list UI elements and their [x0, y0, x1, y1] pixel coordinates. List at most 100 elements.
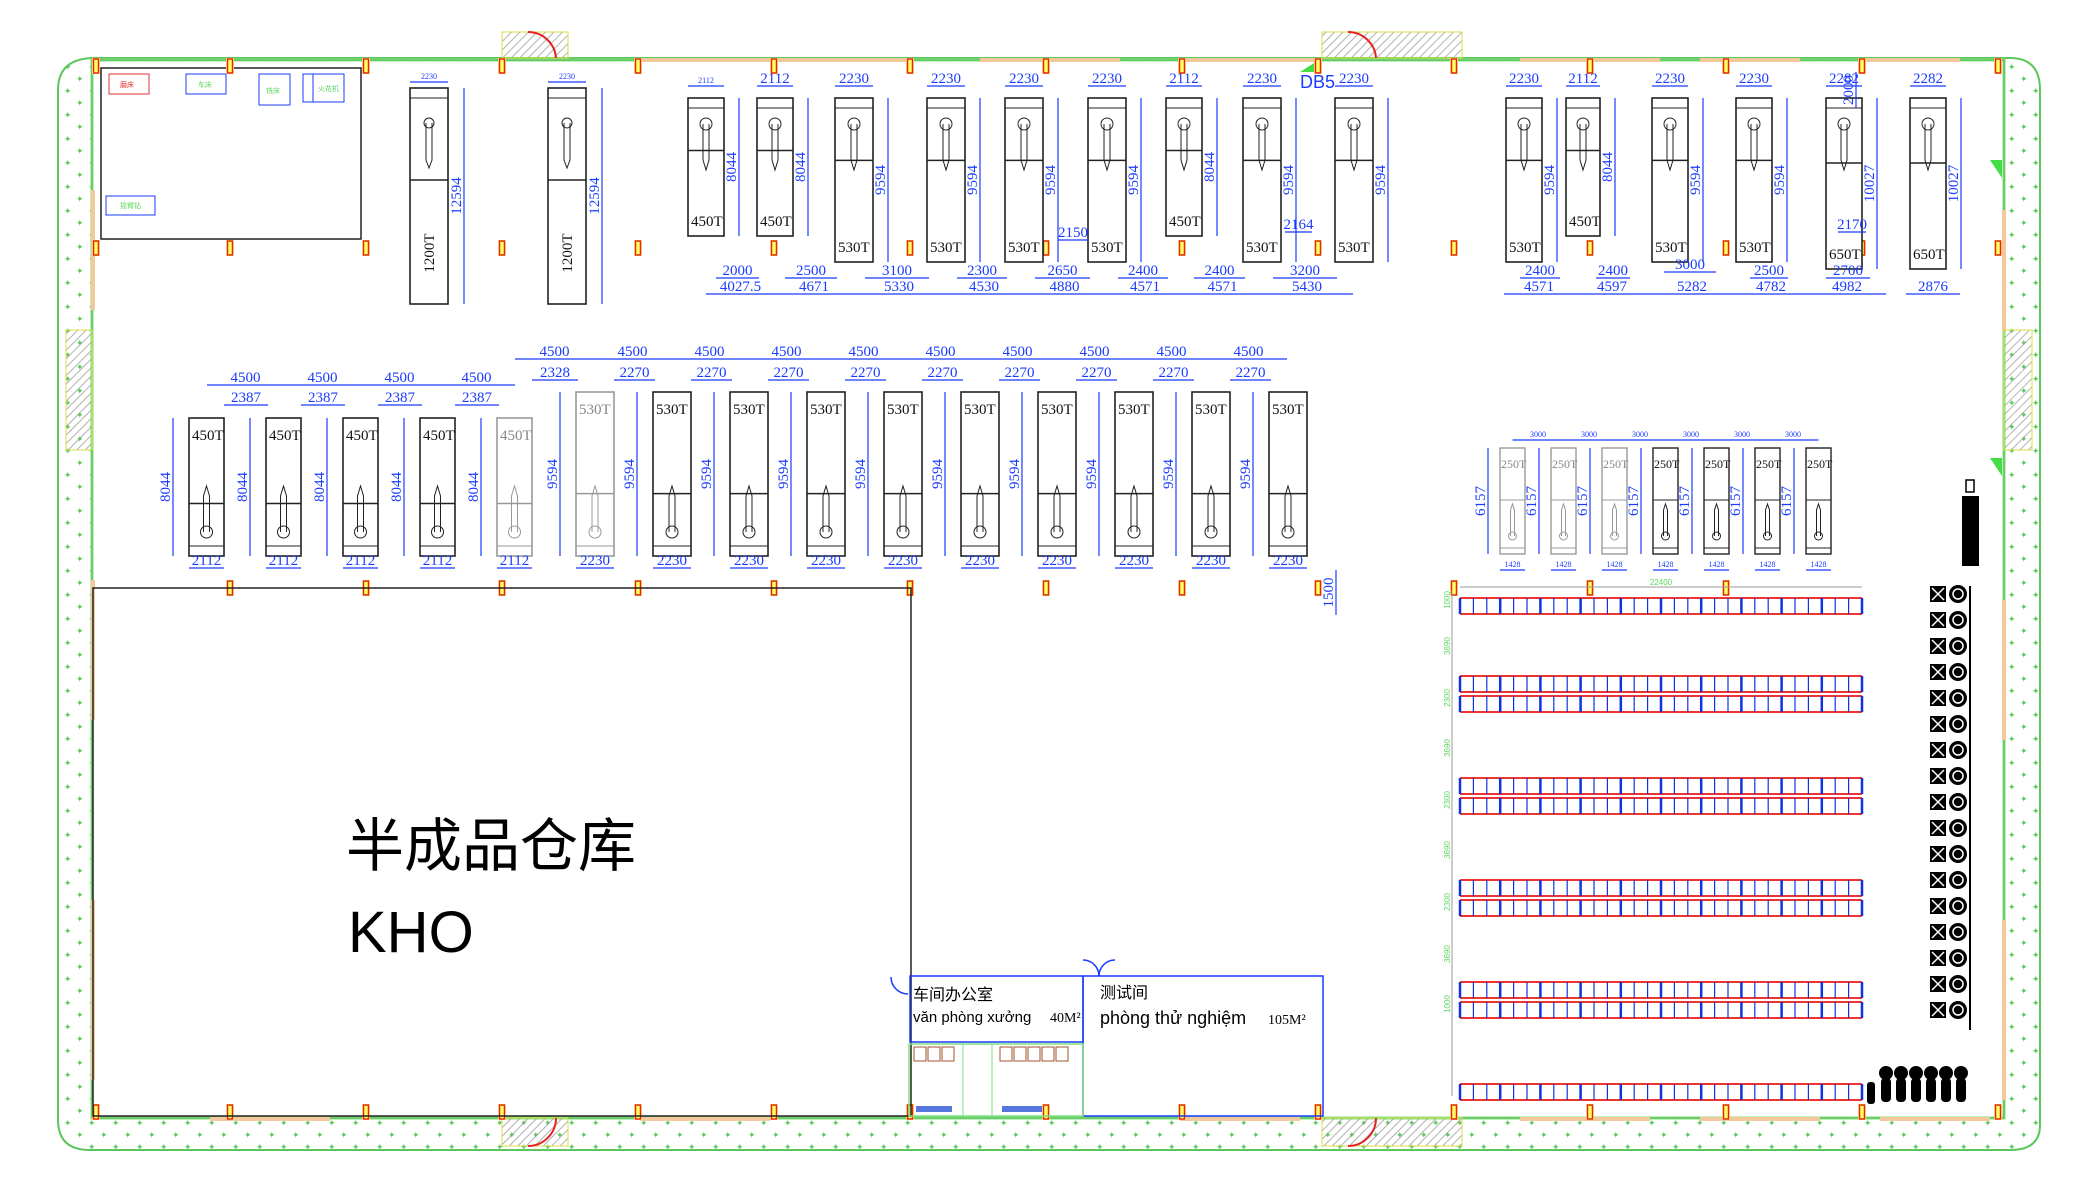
press-ram-icon — [563, 123, 571, 170]
dimension-label: 9594 — [1238, 459, 1254, 490]
dimension-label: 5282 — [1677, 279, 1707, 295]
press-ram-icon — [668, 484, 676, 532]
column — [498, 240, 506, 256]
column — [498, 1104, 506, 1120]
dimension-label: 3100 — [882, 263, 912, 279]
rack-spacing-label: 1000 — [1443, 995, 1452, 1013]
press-ram-icon — [768, 117, 782, 131]
dimension-label: 4571 — [1130, 279, 1160, 295]
storage-racking: 2240010003690230036902300369023003690100… — [1443, 578, 1864, 1101]
press-ram-icon — [1924, 124, 1932, 172]
column-i — [906, 58, 914, 74]
press-body — [1652, 447, 1679, 555]
column-i — [634, 240, 642, 256]
rack-length-label: 22400 — [1650, 578, 1673, 587]
column — [1586, 580, 1594, 596]
dimension-label: 2270 — [774, 365, 804, 381]
dimension-label: 2230 — [888, 553, 918, 569]
toilet-icon — [913, 1046, 927, 1062]
dimension-label: 2270 — [851, 365, 881, 381]
motor-icon — [1949, 819, 1967, 837]
motor-icon — [1949, 871, 1967, 889]
press-layout: 1200T2230125941200T223012594450T21128044… — [158, 71, 1962, 615]
column — [634, 58, 642, 74]
dimension-label: 2230 — [811, 553, 841, 569]
press-machine: 530T — [834, 97, 874, 263]
dimension-label: 2300 — [967, 263, 997, 279]
press-machine: 530T — [1242, 97, 1282, 263]
press-body — [1191, 391, 1231, 557]
dimension-label: 8044 — [793, 152, 809, 183]
press-ram-icon — [1255, 117, 1269, 131]
dimension-label: 5330 — [884, 279, 914, 295]
column-i — [1858, 58, 1866, 74]
column — [1178, 58, 1186, 74]
dimension-label: 4982 — [1832, 279, 1862, 295]
motor-icon — [1952, 926, 1964, 938]
motor-icon — [1949, 715, 1967, 733]
window — [2002, 600, 2006, 740]
dimension-label: 4500 — [308, 370, 338, 386]
dimension-label: 4571 — [1208, 279, 1238, 295]
window — [2002, 920, 2006, 1100]
press-body — [834, 97, 874, 263]
dimension-label: 10027 — [1862, 164, 1878, 202]
dimension-label: 2230 — [1092, 71, 1122, 87]
column — [1178, 240, 1186, 256]
window — [210, 1117, 330, 1121]
press-body — [1114, 391, 1154, 557]
motor-icon — [1949, 1001, 1967, 1019]
press-ram-icon — [702, 124, 710, 172]
press-ram-icon — [1281, 525, 1295, 539]
fan-icon — [1931, 899, 1945, 913]
press-body — [960, 391, 1000, 557]
press-body — [756, 97, 794, 237]
dimension-label: 2400 — [1205, 263, 1235, 279]
dimension-label: 2112 — [698, 76, 714, 85]
fan-icon — [1931, 821, 1945, 835]
dimension-label: 12594 — [449, 177, 465, 215]
toilet-icon — [941, 1046, 955, 1062]
dimension-label: 9594 — [1542, 165, 1558, 196]
column-i — [92, 58, 100, 74]
press-machine: 530T — [1037, 391, 1077, 557]
column-i — [1586, 580, 1594, 596]
press-ram-icon — [942, 124, 950, 172]
column-i — [770, 1104, 778, 1120]
column-i — [1994, 1104, 2002, 1120]
dimension-label: 3000 — [1530, 430, 1546, 439]
motor-icon — [1949, 845, 1967, 863]
press-machine: 530T — [806, 391, 846, 557]
column-i — [362, 58, 370, 74]
pump-icon — [1867, 1082, 1875, 1104]
press-ram-icon — [1204, 525, 1218, 539]
press-ram-icon — [1520, 124, 1528, 172]
press-ram-icon — [896, 525, 910, 539]
dimension-label: 2170 — [1837, 217, 1867, 233]
dimension-label: 4500 — [618, 344, 648, 360]
press-tonnage: 250T — [1807, 457, 1833, 471]
column-i — [1178, 1104, 1186, 1120]
toilet-icon — [1041, 1046, 1055, 1062]
dimension-label: 3000 — [1683, 430, 1699, 439]
press-machine: 450T — [265, 417, 302, 557]
rack-spacing-label: 2300 — [1443, 893, 1452, 911]
press-ram-icon — [357, 484, 364, 532]
dimension-label: 6157 — [1626, 486, 1642, 517]
dimension-label: 6157 — [1575, 486, 1591, 517]
column-i — [770, 240, 778, 256]
office-block: 车间办公室 văn phòng xưởng 40M² 测试间 phòng thử… — [890, 959, 1324, 1117]
press-ram-icon — [508, 525, 521, 539]
pump-icon — [1956, 1078, 1966, 1102]
loading-doors — [65, 30, 2033, 1147]
column-i — [634, 1104, 642, 1120]
dimension-label: 3000 — [1632, 430, 1648, 439]
toilet-icon — [1013, 1046, 1027, 1062]
press-body — [547, 87, 587, 305]
column — [1450, 580, 1458, 596]
column — [1314, 58, 1322, 74]
press-ram-icon — [1559, 531, 1568, 541]
dimension-label: 2282 — [1829, 71, 1859, 87]
motor-icon — [1949, 689, 1967, 707]
fan-icon — [1931, 639, 1945, 653]
